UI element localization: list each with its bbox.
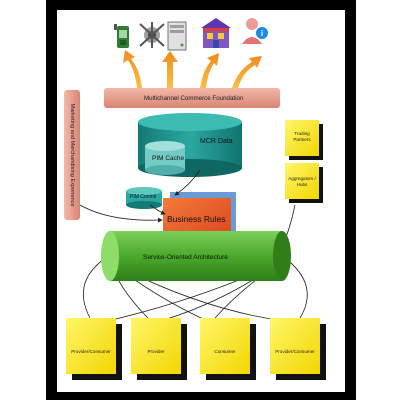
business-rules-label: Business Rules — [167, 214, 226, 224]
soa-label: Service-Oriented Architecture — [143, 254, 228, 261]
aggregators-hubs-box — [285, 163, 323, 203]
bottom-box-1 — [66, 318, 122, 380]
arrow-up-4 — [232, 56, 262, 88]
bottom-box-3-label: Consumer — [214, 349, 236, 354]
trading-partners-box — [285, 120, 323, 160]
svg-text:i: i — [261, 29, 263, 38]
soa-cylinder — [101, 231, 291, 281]
marketing-experience-banner — [64, 90, 80, 220]
commerce-foundation-banner — [104, 88, 280, 108]
mcr-data-label: MCR Data — [200, 138, 233, 145]
server-icon — [167, 21, 187, 51]
user-info-icon: i — [242, 18, 268, 44]
bottom-box-3 — [200, 318, 256, 380]
network-hub-icon — [139, 22, 165, 48]
arrow-up-3 — [200, 53, 219, 88]
bottom-box-4-label: Provider/Consumer — [275, 349, 315, 354]
arrow-up-1 — [123, 50, 142, 88]
storefront-icon — [201, 18, 231, 48]
arrow-up-2 — [162, 51, 178, 88]
bottom-box-1-label: Provider/Consumer — [71, 349, 111, 354]
mobile-phone-icon — [114, 24, 129, 48]
pim-cache-cylinder — [145, 141, 185, 175]
trading-partners-label: Trading Partners — [293, 131, 311, 142]
bottom-box-2-label: Provider — [147, 349, 165, 354]
pim-control-label: PIM Control — [130, 194, 157, 200]
banner-top-label: Multichannel Commerce Foundation — [144, 95, 244, 102]
pim-control-cylinder — [126, 187, 162, 209]
pim-cache-label: PIM Cache — [152, 155, 185, 162]
bottom-box-2 — [131, 318, 187, 380]
banner-side-label: Marketing and Merchandising Experience — [69, 103, 75, 207]
aggregators-hubs-label: Aggregators / Hubs — [288, 176, 316, 187]
bottom-box-4 — [270, 318, 326, 380]
